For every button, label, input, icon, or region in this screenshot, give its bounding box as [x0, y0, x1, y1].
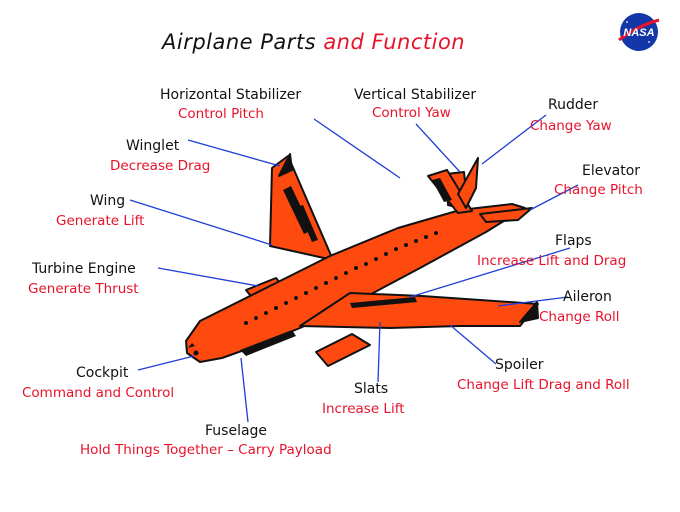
leader-lines — [129, 114, 579, 423]
leader-winglet — [187, 139, 281, 167]
label-wing: Wing — [90, 193, 126, 209]
function-spoiler: Change Lift Drag and Roll — [457, 377, 630, 393]
rudder-shape — [457, 157, 479, 209]
function-winglet: Decrease Drag — [110, 158, 211, 174]
leader-horizontal-stabilizer — [313, 118, 401, 179]
label-elevator: Elevator — [582, 163, 641, 179]
label-slats: Slats — [354, 381, 389, 397]
label-flaps: Flaps — [555, 233, 592, 249]
elevator-shape — [479, 207, 533, 223]
label-aileron: Aileron — [563, 289, 612, 305]
function-wing: Generate Lift — [56, 213, 145, 229]
leader-rudder — [481, 114, 547, 165]
label-turbine-engine: Turbine Engine — [32, 261, 136, 277]
svg-text:NASA: NASA — [623, 27, 654, 39]
leader-wing — [129, 199, 273, 246]
function-aileron: Change Roll — [539, 309, 620, 325]
leader-fuselage — [240, 357, 249, 423]
near-engine-shape — [315, 333, 371, 367]
function-elevator: Change Pitch — [554, 182, 643, 198]
label-rudder: Rudder — [548, 97, 599, 113]
winglet-shape — [278, 153, 293, 177]
airplane-details — [188, 178, 452, 356]
function-slats: Increase Lift — [322, 401, 405, 417]
leader-slats — [377, 321, 381, 383]
nasa-meatball-icon: NASA — [618, 13, 660, 51]
cabin-windows — [244, 231, 438, 325]
function-flaps: Increase Lift and Drag — [477, 253, 627, 269]
leader-flaps — [409, 247, 571, 298]
near-winglet-shape — [519, 301, 539, 323]
label-winglet: Winglet — [126, 138, 180, 154]
nasa-logo: NASA — [615, 12, 663, 52]
leader-cockpit — [137, 355, 195, 371]
label-spoiler: Spoiler — [495, 357, 544, 373]
function-fuselage: Hold Things Together – Carry Payload — [80, 442, 332, 458]
leader-aileron — [497, 296, 569, 307]
label-fuselage: Fuselage — [205, 423, 268, 439]
title-part-2: and Function — [323, 30, 466, 54]
label-cockpit: Cockpit — [76, 365, 129, 381]
airplane-illustration — [185, 153, 539, 367]
function-turbine-engine: Generate Thrust — [28, 281, 139, 297]
diagram-title: Airplane Parts and Function — [162, 30, 465, 54]
label-vertical-stabilizer: Vertical Stabilizer — [354, 87, 477, 103]
function-rudder: Change Yaw — [530, 118, 612, 134]
leader-vertical-stabilizer — [415, 123, 461, 173]
function-vertical-stabilizer: Control Yaw — [372, 105, 451, 121]
function-cockpit: Command and Control — [22, 385, 175, 401]
label-horizontal-stabilizer: Horizontal Stabilizer — [160, 87, 302, 103]
leader-spoiler — [449, 324, 497, 365]
leader-turbine-engine — [157, 267, 259, 287]
title-part-1: Airplane Parts — [162, 30, 317, 54]
function-horizontal-stabilizer: Control Pitch — [178, 106, 264, 122]
leader-elevator — [529, 184, 579, 211]
